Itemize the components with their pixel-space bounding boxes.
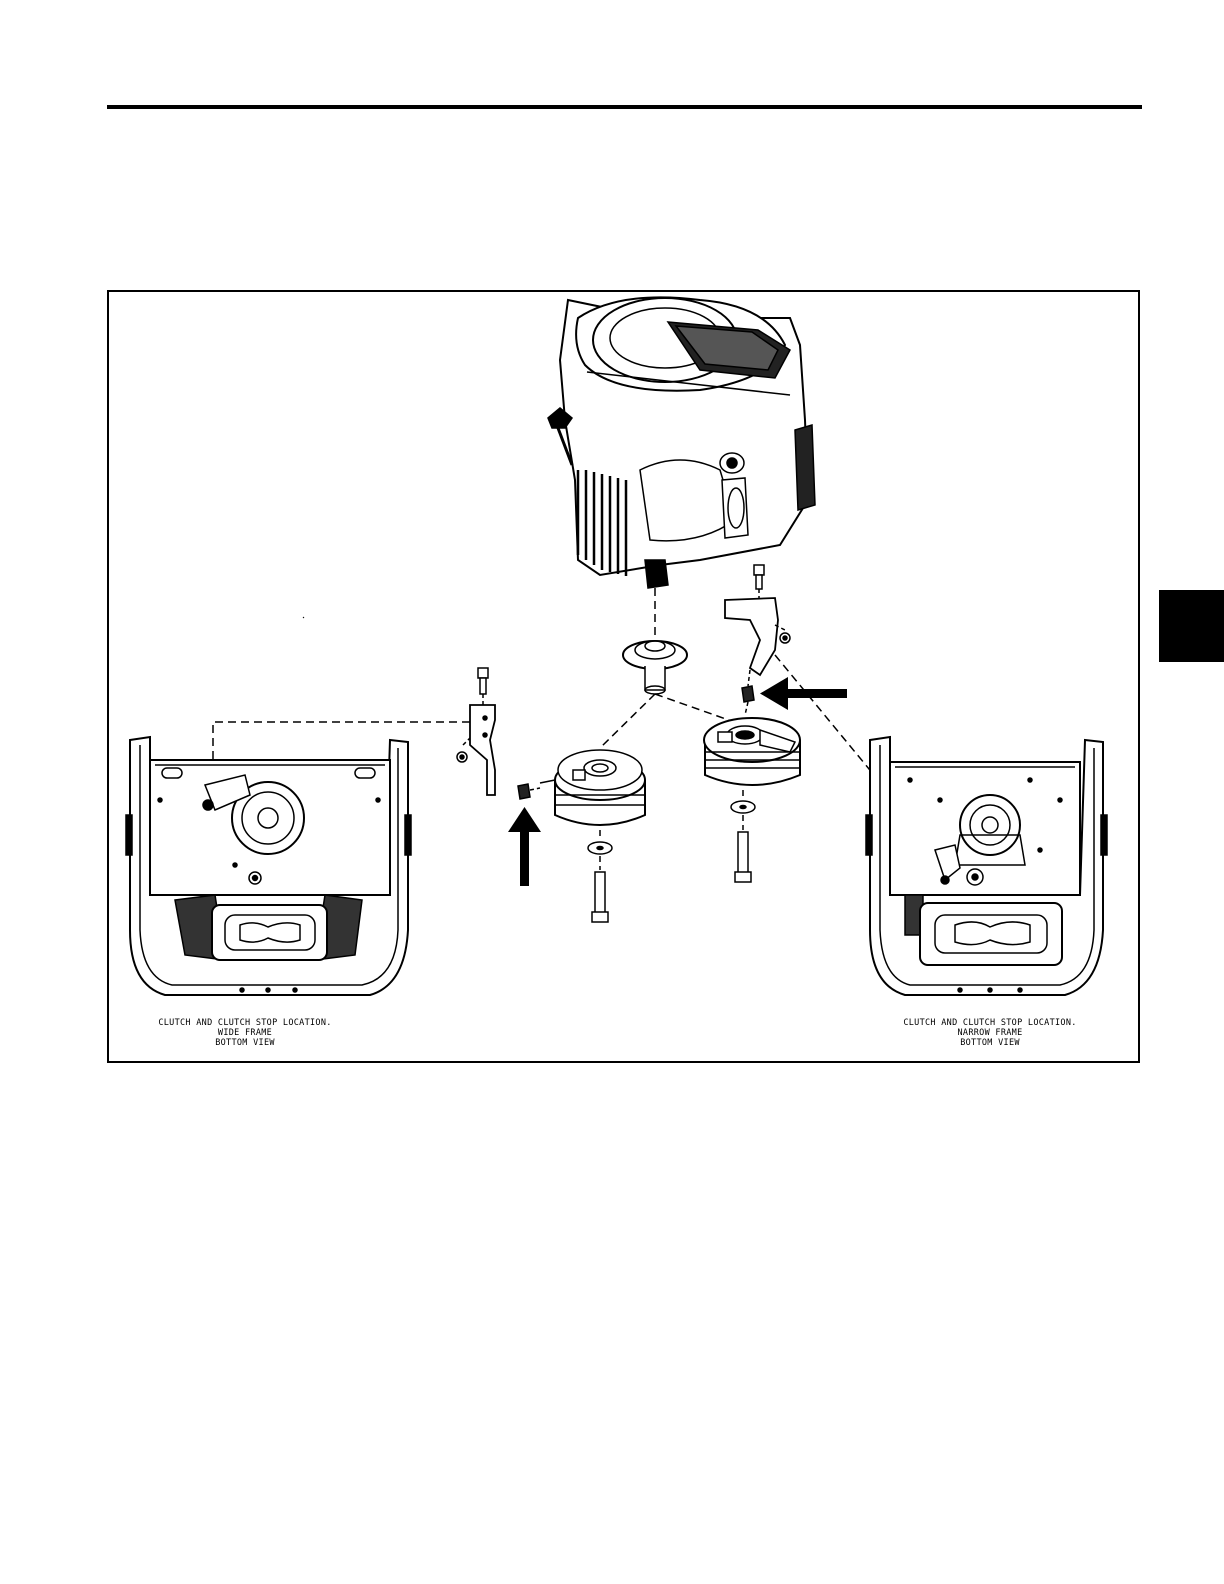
wide-frame-bottom-view <box>126 737 411 995</box>
caption-narrow-frame: CLUTCH AND CLUTCH STOP LOCATION. NARROW … <box>900 1018 1080 1048</box>
caption-wide-frame: CLUTCH AND CLUTCH STOP LOCATION. WIDE FR… <box>155 1018 335 1048</box>
caption-narrow-line3: BOTTOM VIEW <box>900 1038 1080 1048</box>
narrow-frame-bottom-view <box>866 737 1107 995</box>
callout-arrow-left <box>760 677 847 710</box>
engine-illustration <box>548 297 815 640</box>
clutch-left <box>540 750 645 922</box>
caption-wide-line2: WIDE FRAME <box>155 1028 335 1038</box>
clutch-stop-bracket-left <box>457 668 540 799</box>
caption-narrow-line2: NARROW FRAME <box>900 1028 1080 1038</box>
caption-wide-line3: BOTTOM VIEW <box>155 1038 335 1048</box>
callout-arrow-up <box>508 807 541 886</box>
clutch-right <box>704 718 800 882</box>
caption-wide-line1: CLUTCH AND CLUTCH STOP LOCATION. <box>155 1018 335 1028</box>
caption-narrow-line1: CLUTCH AND CLUTCH STOP LOCATION. <box>900 1018 1080 1028</box>
